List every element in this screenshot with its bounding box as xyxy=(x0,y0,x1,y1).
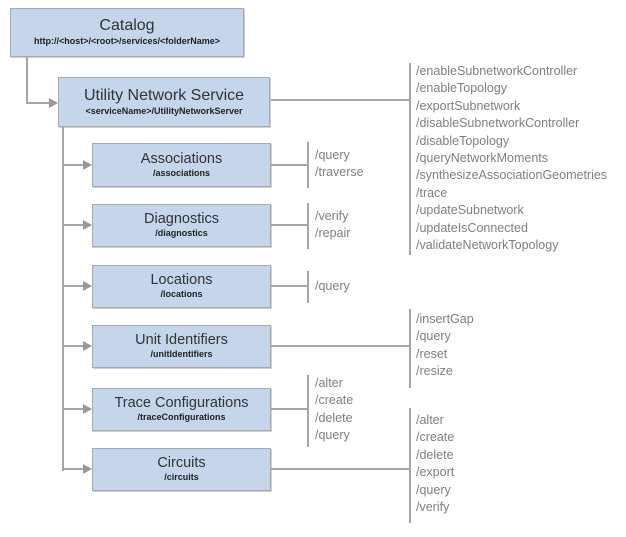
arrowhead-icon xyxy=(83,341,92,351)
node-trace-configurations: Trace Configurations /traceConfiguration… xyxy=(92,388,271,431)
node-diagnostics: Diagnostics /diagnostics xyxy=(92,204,271,247)
operation-label: /validateNetworkTopology xyxy=(416,238,559,253)
operation-label: /query xyxy=(416,482,451,497)
operation-label: /query xyxy=(315,148,350,162)
node-title: Catalog xyxy=(99,17,155,35)
node-associations: Associations /associations xyxy=(92,143,271,187)
operation-label: /verify xyxy=(315,209,349,223)
arrowhead-icon xyxy=(83,464,92,474)
operation-label: /insertGap xyxy=(416,312,474,326)
operation-label: /updateSubnetwork xyxy=(416,203,524,218)
node-path: /diagnostics xyxy=(155,228,208,239)
operation-label: /disableTopology xyxy=(416,133,510,148)
connector-to-associations xyxy=(62,164,84,166)
circuits-operations-list: /alter /create /delete /export /query /v… xyxy=(416,412,454,516)
operation-label: /reset xyxy=(416,346,448,361)
operation-label: /delete xyxy=(416,447,454,462)
node-title: Associations xyxy=(140,150,223,167)
operation-label: /verify xyxy=(416,500,450,515)
operation-label: /query xyxy=(315,279,350,293)
trace-configurations-operations-list: /alter /create /delete /query xyxy=(315,375,353,445)
node-title: Diagnostics xyxy=(144,211,219,228)
arrowhead-icon xyxy=(49,98,58,108)
operations-bracket-line xyxy=(307,375,309,447)
operation-label: /alter xyxy=(315,376,343,390)
unit-identifiers-operations-list: /insertGap /query /reset /resize xyxy=(416,311,474,381)
operation-label: /queryNetworkMoments xyxy=(416,151,548,166)
operations-bracket-line xyxy=(307,203,309,249)
node-catalog: Catalog http://<host>/<root>/services/<f… xyxy=(10,8,244,57)
operation-label: /enableSubnetworkController xyxy=(416,64,578,78)
operation-label: /disableSubnetworkController xyxy=(416,116,580,131)
operations-bracket-line xyxy=(307,142,309,188)
operation-label: /export xyxy=(416,465,455,480)
operation-label: /query xyxy=(315,428,350,443)
operation-label: /delete xyxy=(315,410,353,425)
connector-to-trace-configurations xyxy=(62,408,84,410)
connector-service-trunk xyxy=(62,127,64,471)
node-utility-network-service: Utility Network Service <serviceName>/Ut… xyxy=(58,77,270,127)
connector-to-circuits xyxy=(62,468,84,470)
arrowhead-icon xyxy=(83,160,92,170)
connector-locations-operations xyxy=(271,285,307,287)
connector-to-locations xyxy=(62,285,84,287)
connector-catalog-to-service xyxy=(26,102,50,104)
node-path: /locations xyxy=(160,289,203,300)
operation-label: /alter xyxy=(416,413,444,427)
operation-label: /trace xyxy=(416,185,448,200)
connector-circuits-operations xyxy=(271,468,409,470)
operation-label: /query xyxy=(416,329,451,344)
operations-bracket-line xyxy=(409,408,411,523)
connector-trace-configurations-operations xyxy=(271,408,307,410)
associations-operations-list: /query /traverse xyxy=(315,147,364,182)
operation-label: /resize xyxy=(416,364,453,379)
node-title: Locations xyxy=(150,272,213,289)
arrowhead-icon xyxy=(83,404,92,414)
node-unit-identifiers: Unit Identifiers /unitIdentifiers xyxy=(92,325,271,368)
connector-associations-operations xyxy=(271,164,307,166)
node-title: Circuits xyxy=(157,455,206,472)
node-locations: Locations /locations xyxy=(92,265,271,308)
locations-operations-list: /query xyxy=(315,278,350,295)
operation-label: /traverse xyxy=(315,165,364,180)
node-path: /associations xyxy=(152,167,211,178)
node-path: /unitIdentifiers xyxy=(150,349,213,360)
node-path: /circuits xyxy=(164,472,199,483)
operations-bracket-line xyxy=(307,271,309,303)
node-path: http://<host>/<root>/services/<folderNam… xyxy=(33,36,221,47)
operation-label: /exportSubnetwork xyxy=(416,98,521,113)
node-path: /traceConfigurations xyxy=(137,412,226,423)
connector-unit-identifiers-operations xyxy=(271,345,409,347)
connector-diagnostics-operations xyxy=(271,224,307,226)
operation-label: /synthesizeAssociationGeometries xyxy=(416,168,608,183)
diagnostics-operations-list: /verify /repair xyxy=(315,208,350,243)
service-operations-list: /enableSubnetworkController /enableTopol… xyxy=(416,63,607,254)
node-title: Unit Identifiers xyxy=(135,332,228,349)
connector-catalog-down xyxy=(26,57,28,104)
node-path: <serviceName>/UtilityNetworkServer xyxy=(85,105,243,116)
operation-label: /enableTopology xyxy=(416,81,508,96)
node-title: Trace Configurations xyxy=(114,395,249,412)
operation-label: /create xyxy=(315,393,354,408)
connector-service-to-operations xyxy=(271,99,409,101)
node-title: Utility Network Service xyxy=(83,86,245,104)
arrowhead-icon xyxy=(83,281,92,291)
connector-to-diagnostics xyxy=(62,224,84,226)
operation-label: /updateIsConnected xyxy=(416,220,528,235)
node-circuits: Circuits /circuits xyxy=(92,448,271,491)
arrowhead-icon xyxy=(83,220,92,230)
connector-to-unit-identifiers xyxy=(62,345,84,347)
operation-label: /repair xyxy=(315,226,351,241)
operation-label: /create xyxy=(416,430,455,445)
operations-bracket-line xyxy=(409,63,411,255)
operations-bracket-line xyxy=(409,309,411,388)
